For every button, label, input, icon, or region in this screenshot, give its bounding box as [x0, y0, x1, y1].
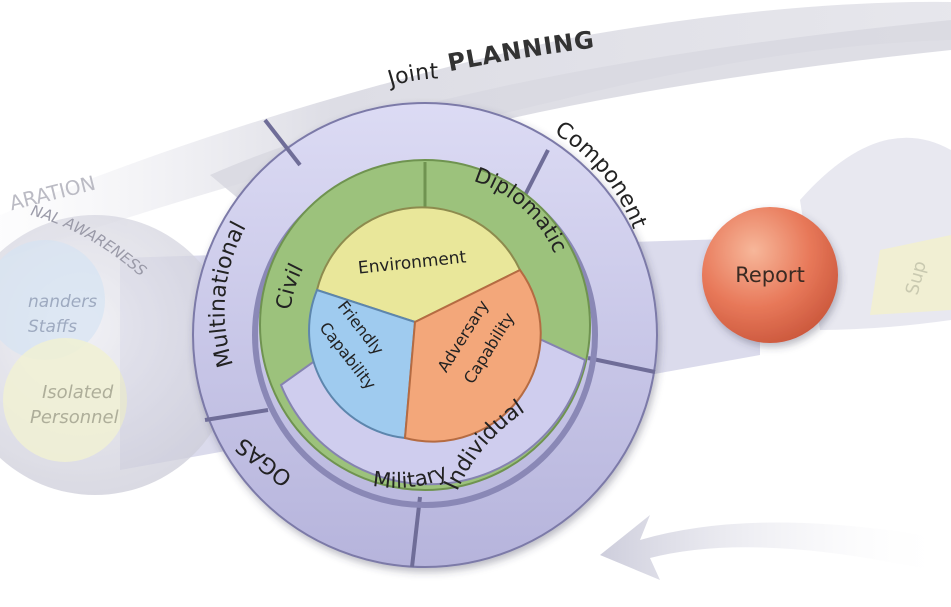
center-pie: [308, 206, 542, 443]
commanders-staffs-line1: nanders: [28, 292, 97, 312]
isolated-personnel-line1: Isolated: [42, 382, 114, 403]
adversary-capability-slice: [403, 268, 542, 443]
planning-band: [210, 20, 951, 200]
report-node: [702, 207, 838, 343]
isolated-personnel-line2: Personnel: [30, 407, 119, 428]
environment-slice: [315, 206, 522, 324]
report-label: Report: [735, 263, 805, 287]
awareness-circle: [0, 215, 235, 495]
friendly-capability-slice: [308, 288, 417, 440]
support-tab: [870, 235, 951, 315]
cycle-arrow: [600, 515, 951, 580]
commanders-staffs-line2: Staffs: [28, 317, 77, 337]
